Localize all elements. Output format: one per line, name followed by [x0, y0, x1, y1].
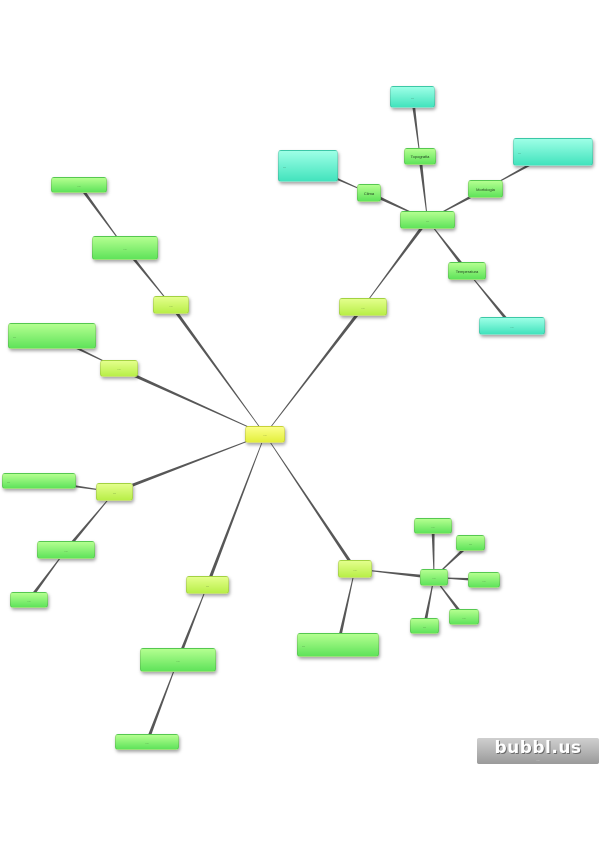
node-topografia-detail[interactable]: ...: [390, 86, 435, 108]
node-lower-right-leaf-2[interactable]: ...: [456, 535, 485, 551]
connector-line: [176, 584, 208, 661]
connector-line: [264, 434, 357, 570]
node-left-middle-detail[interactable]: ...: [8, 323, 96, 349]
node-lower-right-leaf-1[interactable]: ...: [414, 518, 452, 534]
branch-node-lower-right[interactable]: ...: [338, 560, 372, 578]
connector-line: [418, 156, 428, 220]
node-morfologia[interactable]: Morfologia: [468, 180, 503, 198]
branch-node-left-lower[interactable]: ...: [96, 483, 133, 501]
node-lower-right-leaf-5[interactable]: ...: [410, 618, 439, 634]
central-node[interactable]: ...: [245, 426, 285, 443]
connector-line: [466, 270, 514, 327]
node-left-lower-detail-a[interactable]: ...: [2, 473, 76, 489]
connector-line: [355, 568, 435, 580]
connector-line: [427, 219, 469, 272]
node-lower-right-leaf-4[interactable]: ...: [449, 609, 479, 625]
connector-line: [145, 659, 179, 743]
node-left-lower-leaf[interactable]: ...: [10, 592, 48, 608]
connector-line: [123, 247, 172, 306]
node-clima-detail[interactable]: ...: [278, 150, 338, 182]
connector-line: [264, 306, 365, 435]
node-lower-right-leaf-3[interactable]: ...: [468, 572, 500, 588]
connector-line: [362, 219, 429, 308]
branch-node-upper-left[interactable]: ...: [153, 296, 189, 314]
node-topografia[interactable]: Topografia: [404, 148, 436, 165]
connector-line: [64, 491, 115, 551]
bubblus-logo: bubbl.us ...: [477, 738, 599, 764]
branch-node-bottom[interactable]: ...: [186, 576, 229, 594]
connector-line: [206, 434, 266, 586]
node-left-lower-detail-b[interactable]: ...: [37, 541, 95, 559]
branch-node-top-right[interactable]: ...: [339, 298, 387, 316]
node-lower-right-detail[interactable]: ...: [297, 633, 379, 657]
brand-text: bubbl.us: [494, 738, 582, 758]
node-upper-left-leaf[interactable]: ...: [51, 177, 107, 193]
branch-node-left-middle[interactable]: ...: [100, 360, 138, 377]
node-morfologia-detail[interactable]: ...: [513, 138, 593, 166]
node-clima[interactable]: Clima: [357, 184, 381, 202]
connector-line: [169, 304, 266, 435]
node-temperatura[interactable]: Temperatura: [448, 262, 486, 280]
brand-tagline: ...: [536, 757, 540, 762]
branch-node-right-hub[interactable]: ...: [400, 211, 455, 229]
connector-line: [113, 434, 266, 494]
node-temperatura-detail[interactable]: ...: [479, 317, 545, 335]
connector-line: [410, 96, 421, 157]
connector-line: [422, 577, 435, 627]
connector-line: [118, 367, 266, 435]
connector-line: [433, 577, 466, 618]
node-lower-right-hub[interactable]: ...: [420, 569, 448, 586]
node-upper-left-detail[interactable]: ...: [92, 236, 158, 260]
connector-line: [77, 184, 126, 249]
connector-line: [431, 526, 435, 578]
connector-line: [336, 568, 356, 646]
node-bottom-leaf[interactable]: ...: [115, 734, 179, 750]
node-bottom-detail[interactable]: ...: [140, 648, 216, 672]
connector-line: [27, 549, 67, 601]
